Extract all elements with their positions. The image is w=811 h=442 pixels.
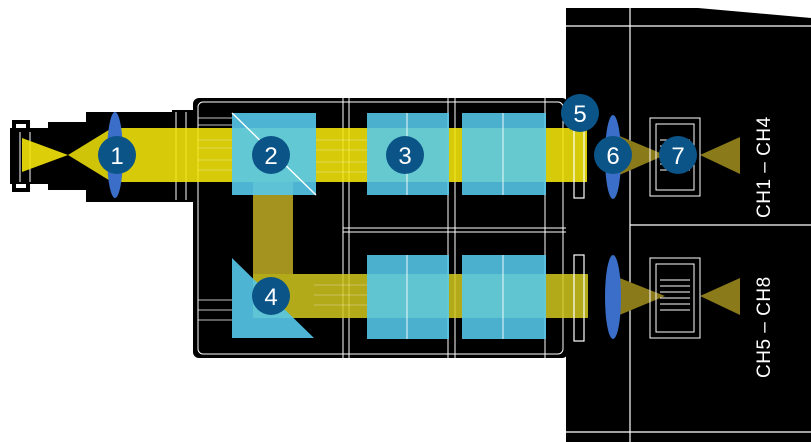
svg-text:1: 1 [110, 143, 123, 170]
vertical-beam [253, 182, 293, 274]
upper-detector-cone-right [700, 137, 740, 174]
filter-blocks [367, 113, 546, 339]
filter-lower-2 [462, 255, 546, 339]
lower-detector-cone-right [700, 278, 740, 315]
lower-detector-cone-left [617, 277, 665, 316]
svg-text:4: 4 [264, 284, 277, 311]
marker-2: 2 [252, 136, 290, 174]
svg-text:5: 5 [573, 101, 586, 128]
lower-slit [573, 254, 585, 342]
svg-text:2: 2 [264, 143, 277, 170]
svg-text:6: 6 [606, 143, 619, 170]
marker-5: 5 [561, 94, 599, 132]
svg-text:3: 3 [398, 143, 411, 170]
filter-upper-2 [462, 113, 546, 195]
channel-label-lower: CH5 – CH8 [754, 276, 775, 378]
marker-6: 6 [594, 136, 632, 174]
svg-text:7: 7 [671, 143, 684, 170]
lower-focus-lens [605, 255, 621, 339]
entrance-cone [22, 138, 68, 172]
channel-label-upper: CH1 – CH4 [754, 116, 775, 218]
filter-lower-1 [367, 255, 449, 339]
beam-fine-lines [198, 139, 367, 306]
lower-detector-array [649, 257, 701, 339]
marker-1: 1 [98, 136, 136, 174]
detector-housing [566, 8, 811, 442]
marker-4: 4 [252, 277, 290, 315]
marker-3: 3 [386, 136, 424, 174]
marker-7: 7 [659, 136, 697, 174]
collimation-cone [68, 128, 112, 182]
